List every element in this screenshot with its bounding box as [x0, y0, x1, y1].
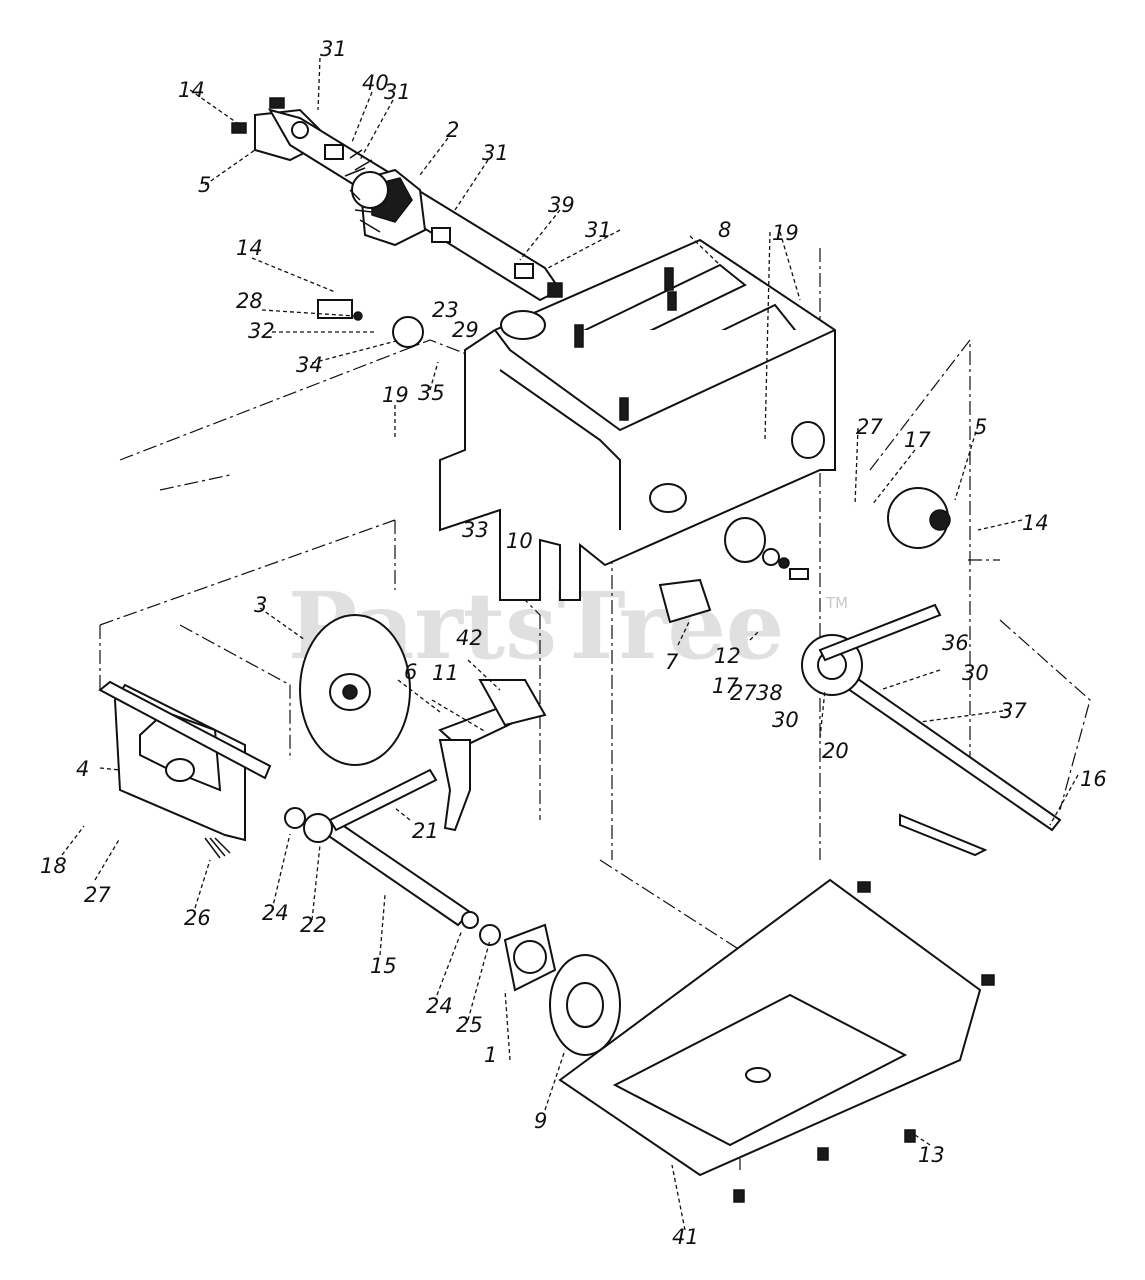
frame-housing — [439, 238, 836, 601]
callout-11: 11 — [432, 661, 459, 685]
friction-assembly — [98, 614, 411, 859]
callout-31: 31 — [482, 141, 509, 165]
callout-14: 14 — [178, 78, 205, 102]
callout-38: 38 — [756, 681, 783, 705]
callout-3: 3 — [254, 593, 267, 617]
callout-14: 14 — [236, 236, 263, 260]
callout-2: 2 — [446, 118, 459, 142]
phantom-lines — [99, 248, 1091, 1170]
callout-25: 25 — [456, 1013, 483, 1037]
callout-18: 18 — [40, 854, 67, 878]
callout-22: 22 — [300, 913, 327, 937]
callout-12: 12 — [714, 644, 741, 668]
callout-30: 30 — [962, 661, 989, 685]
callout-27: 27 — [730, 681, 757, 705]
callout-35: 35 — [418, 381, 445, 405]
callout-31: 31 — [585, 218, 612, 242]
callout-19: 19 — [772, 221, 799, 245]
callout-7: 7 — [665, 650, 679, 674]
callout-19: 19 — [382, 383, 409, 407]
callout-17: 17 — [712, 674, 739, 698]
callout-17: 17 — [904, 428, 931, 452]
callout-labels: 31 40 31 14 5 2 31 39 31 8 19 14 28 23 2… — [40, 37, 1107, 1249]
callout-20: 20 — [822, 739, 849, 763]
callout-4: 4 — [76, 757, 89, 781]
callout-9: 9 — [534, 1109, 547, 1133]
watermark-tm: TM — [825, 594, 848, 612]
callout-24: 24 — [262, 901, 289, 925]
callout-16: 16 — [1080, 767, 1107, 791]
callout-31: 31 — [320, 37, 347, 61]
callout-26: 26 — [184, 906, 211, 930]
callout-34: 34 — [296, 353, 323, 377]
callout-31: 31 — [384, 80, 411, 104]
callout-5: 5 — [974, 415, 987, 439]
callout-27: 27 — [856, 415, 883, 439]
callout-10: 10 — [506, 529, 533, 553]
callout-24: 24 — [426, 994, 453, 1018]
callout-41: 41 — [672, 1225, 699, 1249]
callout-30: 30 — [772, 708, 799, 732]
callout-39: 39 — [548, 193, 575, 217]
callout-42: 42 — [456, 626, 483, 650]
callout-36: 36 — [942, 631, 969, 655]
callout-33: 33 — [462, 518, 489, 542]
callout-14: 14 — [1022, 511, 1049, 535]
callout-13: 13 — [918, 1143, 945, 1167]
callout-23: 23 — [432, 298, 459, 322]
callout-5: 5 — [198, 173, 211, 197]
callout-32: 32 — [248, 319, 275, 343]
callout-40: 40 — [362, 71, 389, 95]
drive-shafts — [284, 517, 1062, 946]
auger-shaft-assembly — [231, 97, 563, 302]
callout-28: 28 — [236, 289, 263, 313]
callout-15: 15 — [370, 954, 397, 978]
callout-27: 27 — [84, 883, 111, 907]
callout-37: 37 — [1000, 699, 1027, 723]
callout-1: 1 — [484, 1043, 497, 1067]
callout-29: 29 — [452, 318, 479, 342]
callout-21: 21 — [412, 819, 439, 843]
leader-lines — [61, 57, 1079, 1231]
callout-8: 8 — [718, 218, 731, 242]
cover-plate — [317, 299, 995, 1203]
callout-6: 6 — [404, 660, 417, 684]
